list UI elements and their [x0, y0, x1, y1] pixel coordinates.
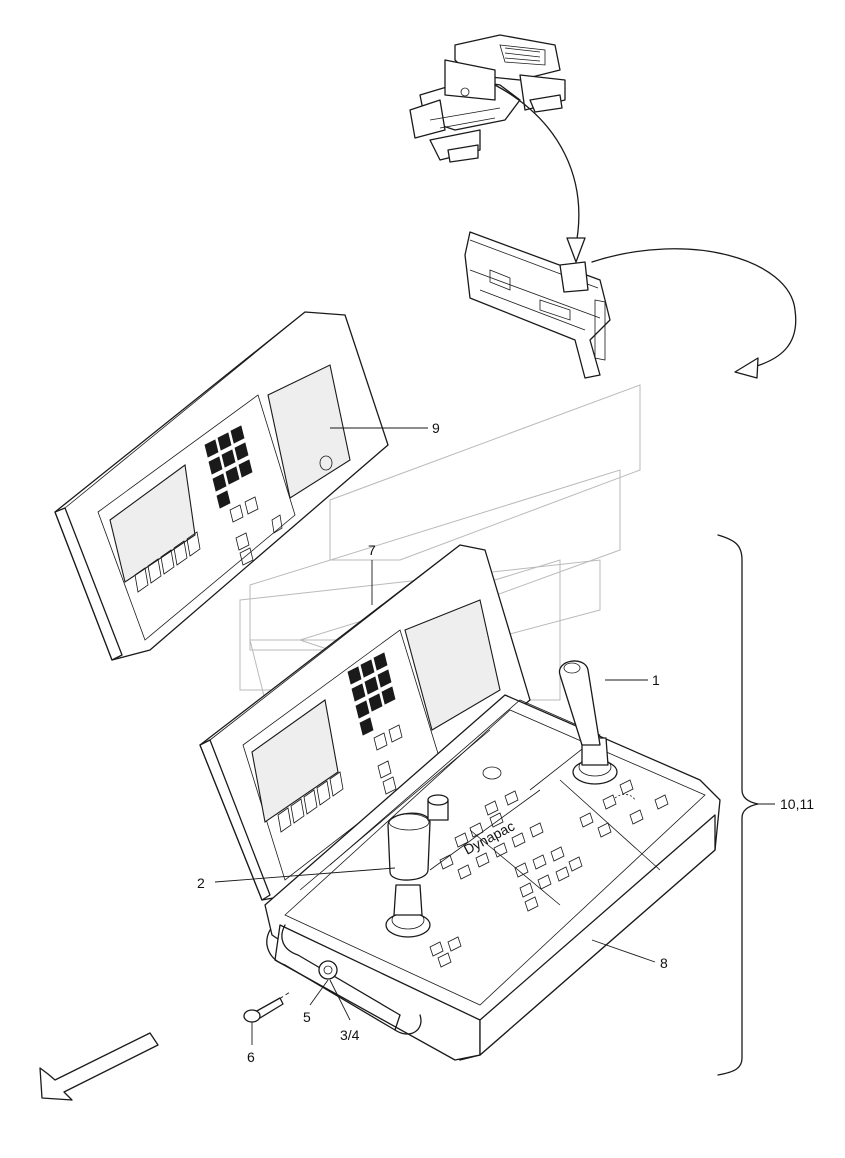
flow-arrow-2	[591, 248, 797, 379]
ignition-key-icon	[243, 991, 291, 1023]
screed-illustration	[464, 231, 611, 379]
callout-2: 2	[197, 875, 205, 891]
callout-1: 1	[652, 672, 660, 688]
callout-8: 8	[660, 955, 668, 971]
joystick-1	[558, 660, 618, 785]
callout-7: 7	[368, 542, 376, 558]
joystick-2	[385, 812, 431, 938]
display-7-keypad	[347, 652, 403, 795]
callout-3-4: 3/4	[340, 1027, 360, 1043]
direction-arrow-icon	[39, 1032, 159, 1101]
display-9-softkeys	[134, 531, 201, 593]
rotary-knob	[427, 766, 502, 821]
panel-handle	[266, 924, 422, 1035]
display-unit-9	[54, 311, 389, 661]
panel-keys	[429, 779, 669, 968]
flow-arrow-1	[494, 84, 586, 263]
display-9-keypad	[204, 425, 283, 566]
callout-9: 9	[432, 420, 440, 436]
key-switch	[318, 960, 338, 980]
leader-lines	[214, 427, 656, 1045]
callout-6: 6	[247, 1049, 255, 1065]
assembly-bracket	[717, 534, 775, 1076]
display-unit-7	[199, 544, 531, 901]
paver-machine-illustration	[409, 34, 566, 163]
display-7-softkeys	[277, 771, 344, 833]
callout-5: 5	[303, 1009, 311, 1025]
control-panel-body	[264, 694, 721, 1061]
callout-10-11: 10,11	[780, 796, 814, 812]
